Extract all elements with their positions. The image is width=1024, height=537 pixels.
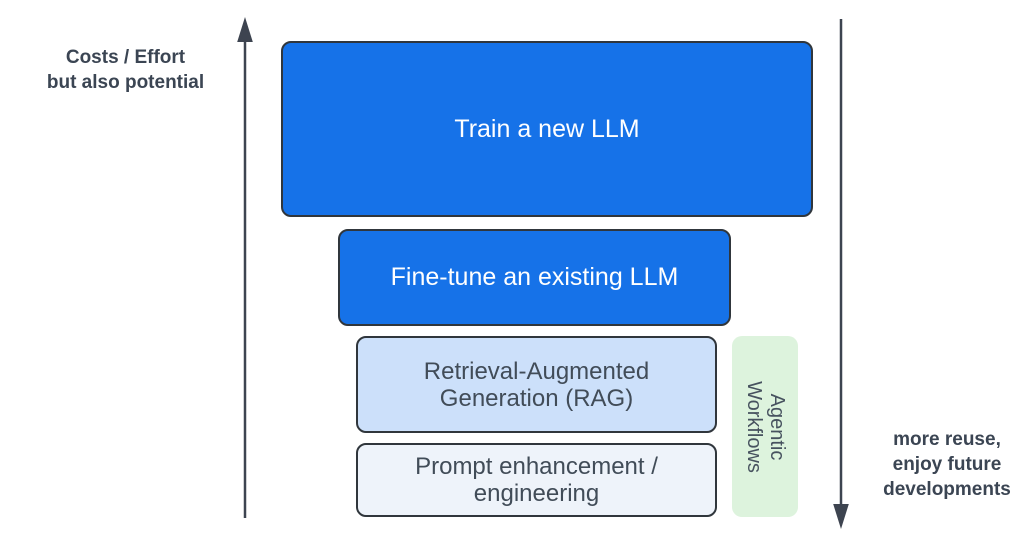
box-train-new-llm: Train a new LLM: [281, 41, 813, 217]
more-reuse-label-line3: developments: [883, 479, 1011, 500]
box-prompt-engineering: Prompt enhancement / engineering: [356, 443, 717, 517]
box-agentic-workflows-label: Agentic Workflows: [742, 381, 788, 473]
more-reuse-label-line2: enjoy future: [892, 454, 1002, 475]
agentic-workflows-label-line2: Workflows: [743, 380, 765, 473]
costs-axis-up-arrow: [237, 17, 253, 518]
agentic-workflows-label-line1: Agentic: [766, 393, 788, 460]
more-reuse-label: more reuse, enjoy future developments: [872, 427, 1022, 502]
box-rag: Retrieval-Augmented Generation (RAG): [356, 336, 717, 433]
box-train-new-llm-label: Train a new LLM: [454, 114, 640, 143]
box-fine-tune-llm: Fine-tune an existing LLM: [338, 229, 731, 326]
costs-effort-label-line1: Costs / Effort: [65, 47, 186, 68]
more-reuse-label-line1: more reuse,: [893, 429, 1001, 450]
costs-effort-label: Costs / Effort but also potential: [28, 45, 223, 95]
reuse-axis-down-arrow: [833, 19, 849, 529]
box-prompt-engineering-label: Prompt enhancement / engineering: [415, 453, 658, 507]
box-rag-label: Retrieval-Augmented Generation (RAG): [423, 357, 650, 412]
box-fine-tune-llm-label: Fine-tune an existing LLM: [390, 263, 679, 291]
box-agentic-workflows: Agentic Workflows: [732, 336, 798, 517]
costs-effort-label-line2: but also potential: [46, 72, 205, 93]
